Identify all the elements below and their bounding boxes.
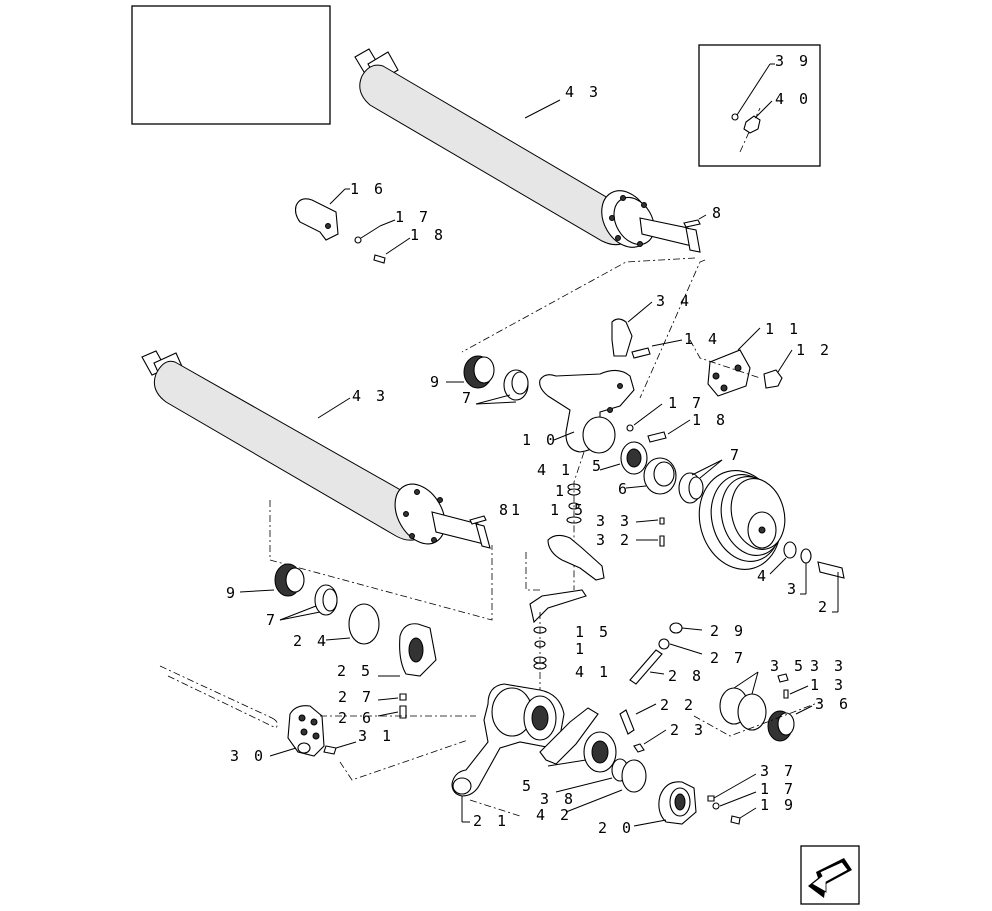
callout-label-l22: 2 2 [660, 696, 696, 714]
callout-label-l26: 2 6 [338, 709, 374, 727]
callout-label-l21: 2 1 [473, 812, 509, 830]
bearing-5-top [599, 441, 648, 475]
callout-label-l6: 6 [618, 480, 630, 498]
collar-6 [625, 457, 677, 495]
lever [529, 589, 587, 624]
bearing-9-bottom [239, 563, 305, 597]
callout-label-l18b: 1 8 [692, 411, 728, 429]
callout-label-l1b: 1 [575, 640, 587, 658]
callout-label-l14: 1 4 [684, 330, 720, 348]
rings-7-right [678, 459, 723, 504]
center-line-2 [639, 259, 706, 399]
bracket-16 [294, 188, 411, 264]
callout-label-l27b: 2 7 [338, 688, 374, 706]
callout-label-l5b: 5 [522, 777, 534, 795]
callout-label-l9a: 9 [430, 373, 442, 391]
callout-label-l33b: 3 3 [810, 657, 846, 675]
callout-label-l17c: 1 7 [760, 780, 796, 798]
callout-label-l27a: 2 7 [710, 649, 746, 667]
callout-label-l24: 2 4 [293, 632, 329, 650]
rings-7-top [475, 369, 529, 405]
callout-label-l39: 3 9 [775, 52, 811, 70]
callout-label-l31: 3 1 [358, 727, 394, 745]
callout-label-l12: 1 2 [796, 341, 832, 359]
inset-fitting [731, 63, 775, 153]
arrow-left-down-icon[interactable] [800, 845, 860, 905]
callout-label-l9b: 9 [226, 584, 238, 602]
title-box [131, 5, 331, 125]
callout-label-l25: 2 5 [337, 662, 373, 680]
cover-25 [378, 623, 437, 677]
callout-label-l13: 1 3 [810, 676, 846, 694]
callout-label-l20: 2 0 [598, 819, 634, 837]
callout-label-l2: 2 [818, 598, 830, 616]
lower-roller [141, 350, 491, 549]
callout-label-l30: 3 0 [230, 747, 266, 765]
callout-label-l7c: 7 [266, 611, 278, 629]
stack-top [566, 451, 585, 590]
callout-label-l7a: 7 [462, 389, 474, 407]
arm-21 [451, 683, 599, 823]
callout-label-l33a: 3 3 [596, 512, 632, 530]
callout-label-l15a: 1 5 [550, 501, 586, 519]
callout-label-l15b: 1 5 [575, 623, 611, 641]
callout-label-l8a: 8 [712, 204, 724, 222]
callout-label-l38: 3 8 [540, 790, 576, 808]
callout-label-l29: 2 9 [710, 622, 746, 640]
callout-label-l34: 3 4 [656, 292, 692, 310]
callout-label-l19: 1 9 [760, 796, 796, 814]
callout-label-l32: 3 2 [596, 531, 632, 549]
callout-label-l4: 4 [757, 567, 769, 585]
callout-label-l36: 3 6 [815, 695, 851, 713]
callout-label-l10: 1 0 [522, 431, 558, 449]
callout-label-l7b: 7 [730, 446, 742, 464]
callout-label-l41a: 4 1 [537, 461, 573, 479]
callout-label-l11: 1 1 [765, 320, 801, 338]
pin-28 [629, 649, 663, 685]
callout-label-l17b: 1 7 [668, 394, 704, 412]
callout-label-l41b: 4 1 [575, 663, 611, 681]
callout-label-l35: 3 5 [770, 657, 806, 675]
callout-label-l3: 3 [787, 580, 799, 598]
callout-label-l18a: 1 8 [410, 226, 446, 244]
seal-group-35 [693, 671, 821, 742]
bracket-30 [269, 705, 357, 757]
bracket-11 [689, 327, 793, 397]
callout-label-l23: 2 3 [670, 721, 706, 739]
arm-10 [539, 369, 635, 454]
callout-label-l16: 1 6 [350, 180, 386, 198]
upper-roller [354, 48, 701, 253]
callout-label-l40: 4 0 [775, 90, 811, 108]
pulley [698, 470, 786, 570]
ghost-lever [547, 534, 605, 581]
callout-label-l37: 3 7 [760, 762, 796, 780]
rings-7-bottom [279, 584, 338, 621]
callout-label-l42: 4 2 [536, 806, 572, 824]
callout-label-l81: 81 [499, 501, 523, 519]
key-8 [683, 219, 701, 228]
callout-label-l1a: 1 [555, 482, 567, 500]
center-line-3 [269, 500, 493, 621]
bearing-5-bottom [547, 731, 617, 773]
shaft-ghost [159, 665, 273, 719]
ring-24 [348, 603, 380, 645]
hub-20 [633, 781, 697, 827]
callout-label-l43a: 4 3 [565, 83, 601, 101]
callout-label-l5a: 5 [592, 457, 604, 475]
callout-label-l17a: 1 7 [395, 208, 431, 226]
callout-label-l28: 2 8 [668, 667, 704, 685]
callout-label-l43b: 4 3 [352, 387, 388, 405]
bearing-9-top [446, 355, 495, 389]
bracket-34 [611, 318, 633, 357]
inset-box [698, 44, 821, 167]
